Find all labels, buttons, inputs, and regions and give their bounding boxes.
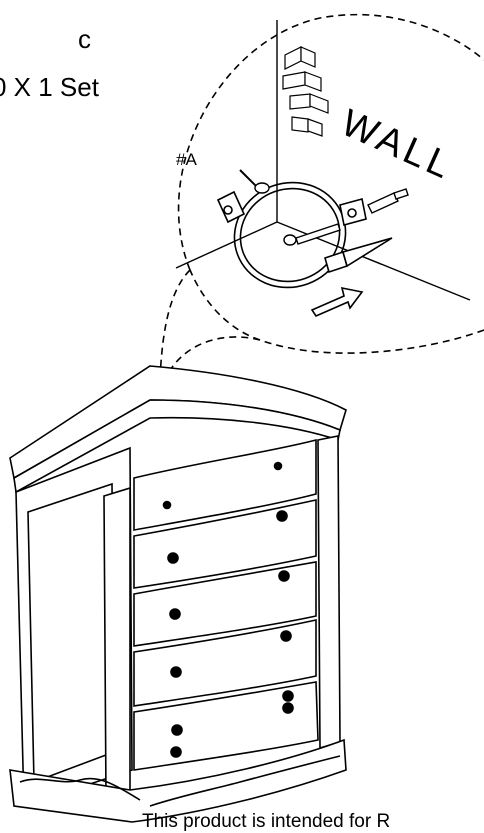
footer-note: This product is intended for R bbox=[142, 811, 391, 832]
callout-circle bbox=[177, 13, 484, 354]
left-column bbox=[103, 486, 131, 800]
wall-anchor bbox=[367, 188, 409, 214]
heading-fragment: c bbox=[78, 24, 91, 54]
brick-pattern bbox=[282, 46, 329, 137]
chest-of-drawers bbox=[9, 365, 347, 823]
drawer-4 bbox=[133, 619, 317, 707]
anti-tip-strap bbox=[216, 181, 393, 289]
part-id-label: #A bbox=[176, 150, 197, 169]
drawer-3 bbox=[133, 561, 317, 647]
screw-a bbox=[239, 169, 270, 194]
callout-pointer bbox=[159, 269, 261, 381]
direction-arrow bbox=[310, 286, 364, 318]
drawer-1 bbox=[133, 438, 317, 531]
carved-base bbox=[9, 738, 347, 823]
wall-screw bbox=[283, 223, 341, 246]
quantity-label: 0 X 1 Set bbox=[0, 72, 99, 102]
drawer-2 bbox=[133, 499, 317, 589]
right-column bbox=[317, 435, 341, 750]
